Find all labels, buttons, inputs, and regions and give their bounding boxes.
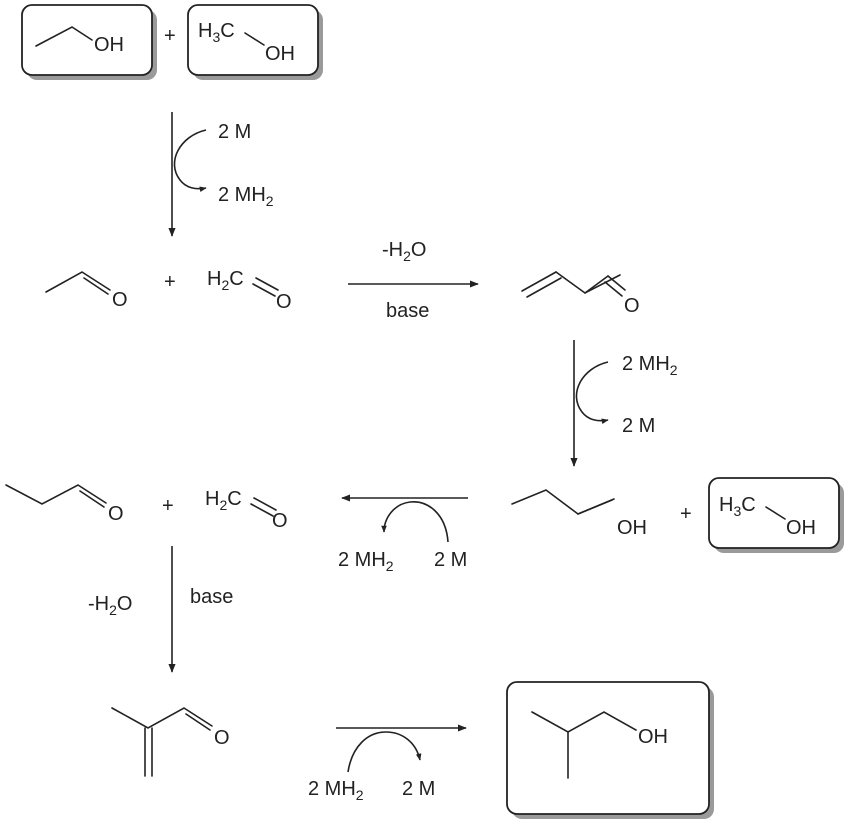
ethanol-structure: OH xyxy=(35,26,124,56)
acrolein-o-label: O xyxy=(624,295,640,317)
ethanol-box: OH xyxy=(21,4,157,80)
propanol-oh-label: OH xyxy=(617,517,647,539)
aldol-condensation-step-2: -H2O base xyxy=(88,546,233,673)
catalyst-label: 2 M xyxy=(622,415,655,437)
acrolein-structure: O xyxy=(521,271,640,317)
dehydrogenation-step: 2 M 2 MH2 xyxy=(168,112,274,237)
hydrogen-donor-label: 2 MH2 xyxy=(308,778,364,803)
plus-sign: + xyxy=(680,503,692,525)
methacrolein-structure: O xyxy=(111,707,230,777)
curved-arrow-4 xyxy=(347,731,422,773)
catalyst-label: 2 M xyxy=(402,778,435,800)
plus-sign: + xyxy=(162,495,174,517)
plus-sign: + xyxy=(164,25,176,47)
ethanol-oh-label: OH xyxy=(94,34,124,56)
water-loss-label: -H2O xyxy=(88,593,132,618)
base-label: base xyxy=(386,300,429,322)
methanol-structure-2: H3C OH xyxy=(719,494,816,539)
catalyst-label: 2 M xyxy=(434,549,467,571)
methyl-label: H3C xyxy=(719,494,756,519)
propanol-structure: OH xyxy=(511,489,647,539)
propanal-structure: O xyxy=(5,484,124,525)
formaldehyde-h2c-label: H2C xyxy=(207,268,244,293)
hydrogenation-step-2: 2 MH2 2 M xyxy=(308,724,467,803)
formaldehyde-o-label: O xyxy=(272,510,288,532)
base-label: base xyxy=(190,586,233,608)
hydrogen-donor-label: 2 MH2 xyxy=(622,353,678,378)
methanol-oh-label: OH xyxy=(786,517,816,539)
reagent-label: 2 M xyxy=(218,121,251,143)
methanol-structure-1: H3C OH xyxy=(198,20,295,65)
propanal-o-label: O xyxy=(108,503,124,525)
methanol-box-2: H3C OH xyxy=(708,477,844,553)
methacrolein-o-label: O xyxy=(214,727,230,749)
hydrogen-carrier-label: 2 MH2 xyxy=(338,549,394,574)
isobutanol-box: OH xyxy=(506,681,714,819)
formaldehyde-structure-1: H2C O xyxy=(207,268,292,313)
byproduct-label: 2 MH2 xyxy=(218,184,274,209)
formaldehyde-h2c-label: H2C xyxy=(205,488,242,513)
hydrogenation-step-1: 2 MH2 2 M xyxy=(570,340,678,467)
methanol-oh-label: OH xyxy=(265,43,295,65)
aldol-condensation-step-1: -H2O base xyxy=(348,239,479,322)
formaldehyde-o-label: O xyxy=(276,291,292,313)
plus-sign: + xyxy=(164,271,176,293)
curved-arrow-1 xyxy=(173,129,207,192)
acetaldehyde-o-label: O xyxy=(112,289,128,311)
methanol-box-1: H3C OH xyxy=(187,4,323,80)
water-loss-label: -H2O xyxy=(382,239,426,264)
isobutanol-structure: OH xyxy=(531,711,668,779)
curved-arrow-2 xyxy=(575,361,609,424)
methyl-label: H3C xyxy=(198,20,235,45)
formaldehyde-structure-2: H2C O xyxy=(205,488,288,532)
curved-arrow-3 xyxy=(381,501,449,543)
isobutanol-oh-label: OH xyxy=(638,726,668,748)
hydrogen-transfer-step: 2 MH2 2 M xyxy=(338,494,468,574)
acetaldehyde-structure: O xyxy=(45,271,128,311)
